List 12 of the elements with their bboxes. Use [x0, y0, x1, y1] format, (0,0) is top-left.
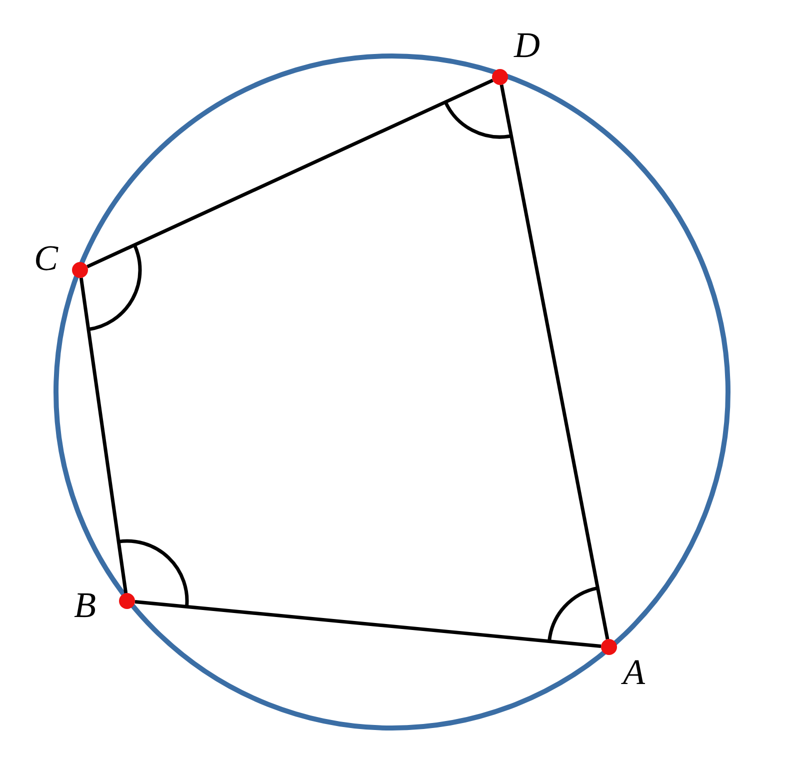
vertex-label: C	[34, 240, 58, 276]
line-segment	[86, 78, 494, 268]
vertex-point	[119, 593, 135, 609]
line-segment	[134, 600, 602, 648]
vertex-point	[601, 639, 617, 655]
vertex-label: D	[514, 27, 540, 63]
line-segment	[79, 278, 128, 594]
vertex-label: B	[74, 587, 96, 623]
line-segment	[500, 84, 610, 640]
vertex-point	[72, 262, 88, 278]
vertex-label: A	[623, 654, 645, 690]
vertex-point	[492, 69, 508, 85]
